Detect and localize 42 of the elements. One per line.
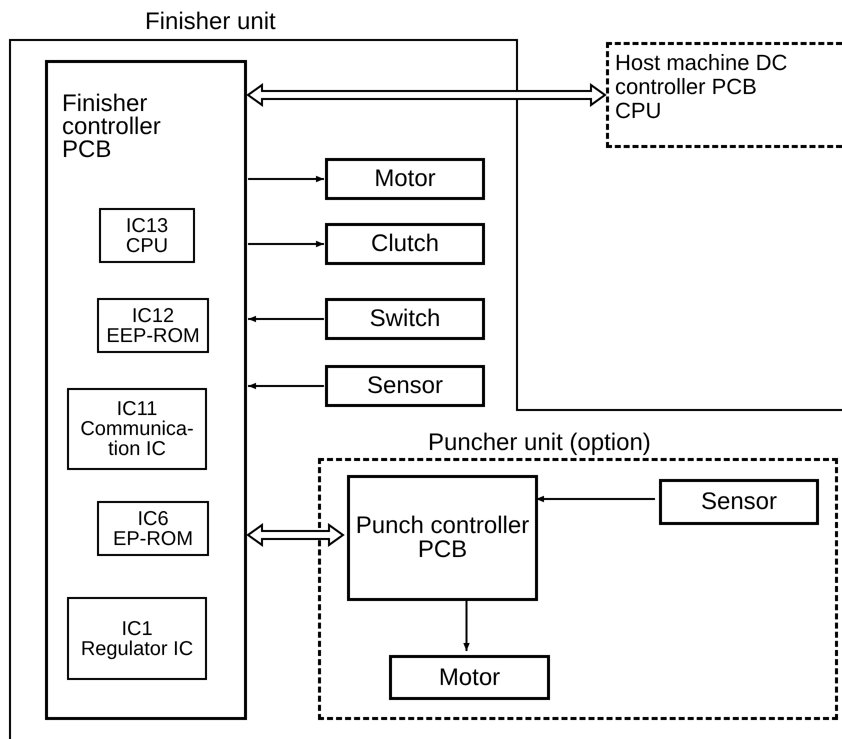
- chip-box: [97, 501, 209, 556]
- component-label: Clutch: [370, 232, 440, 256]
- chip-label: IC1: [121, 618, 153, 638]
- board-label: Finisher controller PCB: [62, 93, 162, 162]
- chip-label: EP-ROM: [113, 528, 193, 548]
- chip-label: IC12: [132, 306, 174, 326]
- component-label: Motor: [374, 167, 436, 191]
- chip-label: Regulator IC: [80, 638, 194, 658]
- board-label: Host machine DC controller PCB CPU: [615, 51, 788, 124]
- arrow: [248, 382, 324, 390]
- component-label: Punch controller PCB: [354, 514, 530, 562]
- chip-box: [67, 597, 207, 680]
- unit-label: Puncher unit (option): [428, 429, 651, 457]
- chip-label: IC6: [137, 508, 169, 528]
- arrow: [463, 599, 470, 651]
- chip-label: CPU: [126, 236, 168, 256]
- chip-box: [97, 298, 209, 353]
- component-box: [325, 365, 485, 407]
- chip-box: [67, 388, 207, 470]
- chip-label: EEP-ROM: [106, 326, 200, 346]
- controller-board: [45, 60, 247, 720]
- double-arrow: [246, 523, 345, 547]
- component-label: Sensor: [366, 374, 444, 398]
- chip-label: Communica- tion IC: [79, 419, 195, 459]
- component-box: [325, 298, 485, 340]
- arrow: [536, 496, 655, 502]
- chip-box: [99, 208, 195, 263]
- chip-label: IC11: [116, 399, 158, 419]
- component-label: Switch: [370, 307, 440, 331]
- component-box: [347, 475, 538, 601]
- arrow: [248, 240, 324, 248]
- component-box: [659, 479, 819, 525]
- arrow: [248, 316, 324, 322]
- component-label: Sensor: [700, 490, 778, 514]
- component-box: [389, 655, 550, 700]
- component-label: Motor: [438, 666, 500, 690]
- arrow: [248, 176, 324, 182]
- unit-label: Finisher unit: [145, 8, 276, 36]
- double-arrow: [246, 83, 607, 107]
- component-box: [325, 223, 485, 265]
- component-box: [325, 158, 485, 200]
- chip-label: IC13: [126, 216, 168, 236]
